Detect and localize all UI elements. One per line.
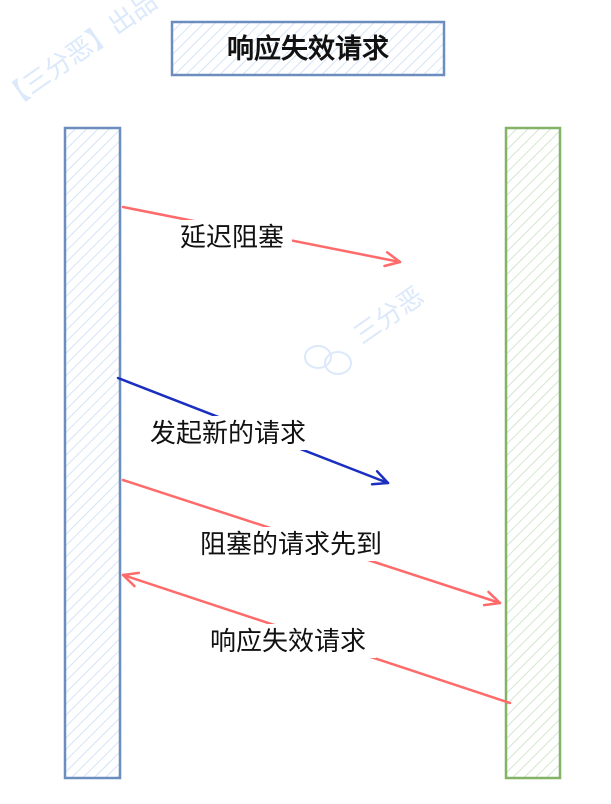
label-background (206, 624, 376, 658)
title-box: 响应失效请求 (170, 20, 446, 77)
message-label: 响应失效请求 (210, 627, 366, 657)
wechat-icon (304, 345, 352, 375)
label-background (176, 220, 292, 254)
svg-text:【三分恶】出品: 【三分恶】出品 (0, 0, 163, 116)
watermark-top-left: 【三分恶】出品 (0, 0, 163, 116)
client-lane (63, 126, 122, 780)
watermark-center: 三分恶 (304, 281, 430, 375)
arrowhead-icon (121, 571, 141, 588)
svg-text:三分恶: 三分恶 (349, 281, 430, 350)
message-arrow: 延迟阻塞 (121, 205, 402, 268)
arrowhead-icon (482, 590, 502, 607)
message-label: 延迟阻塞 (180, 223, 284, 253)
label-background (146, 416, 316, 450)
message-label: 阻塞的请求先到 (200, 530, 382, 560)
title-text: 响应失效请求 (227, 33, 389, 65)
message-label: 发起新的请求 (150, 419, 306, 449)
message-arrow: 响应失效请求 (121, 571, 512, 705)
server-lane (504, 126, 562, 780)
label-background (196, 527, 393, 561)
arrowhead-icon (370, 470, 390, 486)
message-arrow: 阻塞的请求先到 (121, 478, 502, 607)
arrowhead-icon (383, 251, 402, 268)
message-arrow: 发起新的请求 (116, 376, 390, 486)
